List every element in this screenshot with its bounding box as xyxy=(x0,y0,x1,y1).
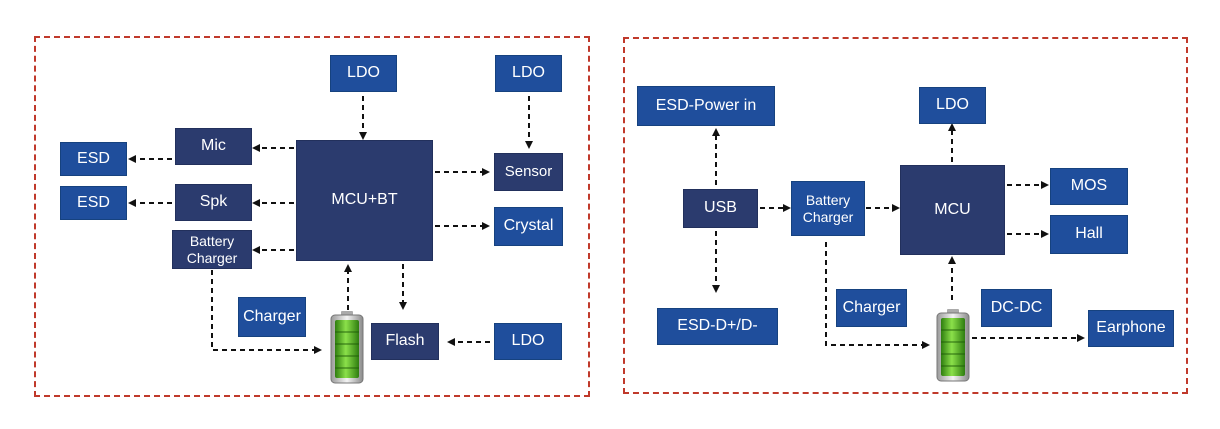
hall-block: Hall xyxy=(1050,215,1128,254)
esd-mic-block: ESD xyxy=(60,142,127,176)
ldo-block: LDO xyxy=(330,55,397,92)
battery-icon xyxy=(936,309,970,382)
left-diagram-panel xyxy=(34,36,590,397)
spk-block: Spk xyxy=(175,184,252,221)
charger-block: Charger xyxy=(238,297,306,337)
right-diagram-panel xyxy=(623,37,1188,394)
mcu-bt-block: MCU+BT xyxy=(296,140,433,261)
crystal-block: Crystal xyxy=(494,207,563,246)
esd-power-in-block: ESD-Power in xyxy=(637,86,775,126)
ldo-sensor-block: LDO xyxy=(495,55,562,92)
mcu-block: MCU xyxy=(900,165,1005,255)
battery-icon xyxy=(330,311,364,384)
battery-charger-right-block: Battery Charger xyxy=(791,181,865,236)
battery-charger-block: Battery Charger xyxy=(172,230,252,269)
charger-right-block: Charger xyxy=(836,289,907,327)
esd-spk-block: ESD xyxy=(60,186,127,220)
arrow-charger-to-battery-right xyxy=(825,242,930,349)
dc-dc-block: DC-DC xyxy=(981,289,1052,327)
esd-data-block: ESD-D+/D- xyxy=(657,308,778,345)
mic-block: Mic xyxy=(175,128,252,165)
ldo-flash-block: LDO xyxy=(494,323,562,360)
usb-block: USB xyxy=(683,189,758,228)
sensor-block: Sensor xyxy=(494,153,563,191)
earphone-block: Earphone xyxy=(1088,310,1174,347)
mos-block: MOS xyxy=(1050,168,1128,205)
ldo-right-block: LDO xyxy=(919,87,986,124)
flash-block: Flash xyxy=(371,323,439,360)
